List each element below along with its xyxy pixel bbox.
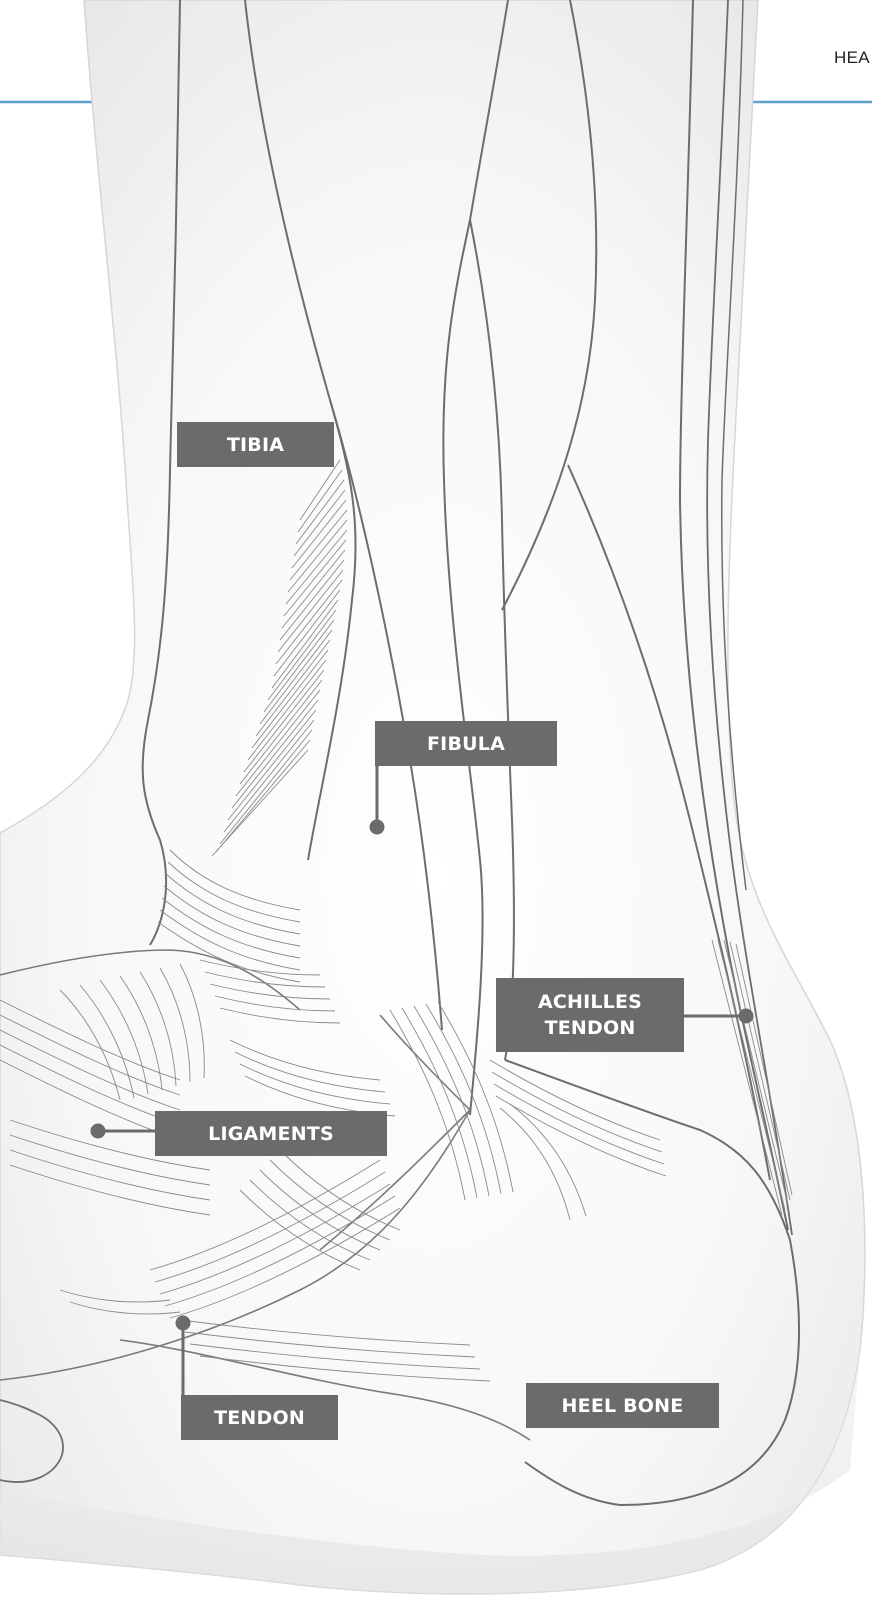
tibia-label: TIBIA: [177, 422, 334, 467]
section-header-text: HEA: [834, 48, 870, 68]
achilles-label-line2: TENDON: [545, 1015, 636, 1041]
tibia-label-text: TIBIA: [227, 432, 284, 458]
ligaments-label-text: LIGAMENTS: [208, 1121, 334, 1147]
heel-bone-label: HEEL BONE: [526, 1383, 719, 1428]
achilles-label-line1: ACHILLES: [538, 989, 642, 1015]
fibula-label: FIBULA: [375, 721, 557, 766]
achilles-tendon-label: ACHILLES TENDON: [496, 978, 684, 1052]
ligaments-label: LIGAMENTS: [155, 1111, 387, 1156]
fibula-label-text: FIBULA: [427, 731, 505, 757]
tendon-label-text: TENDON: [214, 1405, 305, 1431]
tendon-label: TENDON: [181, 1395, 338, 1440]
heel-bone-label-text: HEEL BONE: [562, 1393, 684, 1419]
